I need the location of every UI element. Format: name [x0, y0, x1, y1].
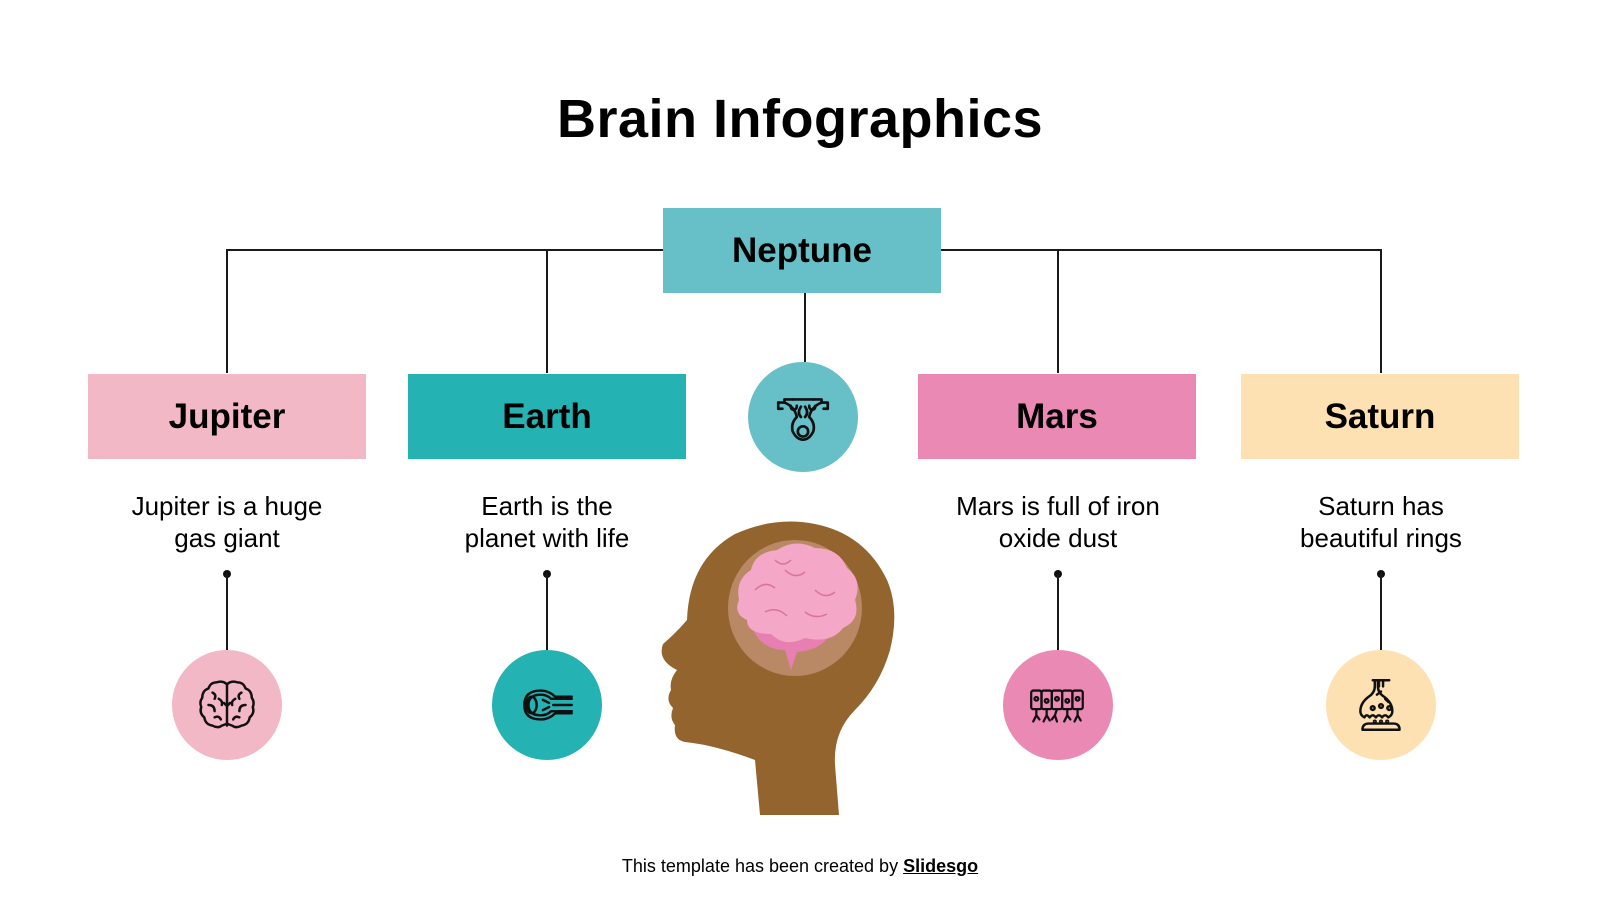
head-illustration — [655, 520, 915, 815]
mars-icon-circle — [1003, 650, 1113, 760]
mars-label: Mars — [1016, 396, 1098, 436]
epithelial-cells-icon — [1030, 689, 1084, 723]
neptune-label: Neptune — [732, 230, 872, 270]
mars-description-line1: Mars is full of iron — [956, 491, 1160, 521]
earth-icon-connector — [546, 574, 548, 650]
mars-box: Mars — [918, 374, 1196, 459]
earth-label: Earth — [502, 396, 592, 436]
earth-description: Earth is the planet with life — [387, 490, 707, 554]
jupiter-icon-connector — [226, 574, 228, 650]
connector-saturn — [1380, 249, 1382, 373]
slide-title: Brain Infographics — [556, 89, 1044, 149]
footer-text: This template has been created by — [621, 856, 904, 876]
brain-icon — [199, 680, 255, 729]
footer-credit: This template has been created by Slides… — [0, 856, 1600, 877]
saturn-description: Saturn has beautiful rings — [1221, 490, 1541, 554]
eye-optic-nerve-icon — [523, 689, 573, 721]
mars-icon-connector — [1057, 574, 1059, 650]
connector-mars — [1057, 249, 1059, 373]
head-with-brain-icon — [661, 521, 895, 815]
neptune-box: Neptune — [663, 208, 941, 293]
jupiter-box: Jupiter — [88, 374, 366, 459]
jupiter-icon-circle — [172, 650, 282, 760]
saturn-box: Saturn — [1241, 374, 1519, 459]
connector-top-right — [939, 249, 1382, 251]
mars-description-line2: oxide dust — [998, 523, 1118, 553]
jupiter-description-line1: Jupiter is a huge — [131, 491, 323, 521]
saturn-label: Saturn — [1324, 396, 1436, 436]
saturn-description-line2: beautiful rings — [1300, 523, 1462, 553]
jupiter-description-line2: gas giant — [174, 523, 280, 553]
earth-description-line1: Earth is the — [481, 491, 613, 521]
earth-icon-circle — [492, 650, 602, 760]
mars-description: Mars is full of iron oxide dust — [898, 490, 1218, 554]
slidesgo-link[interactable]: Slidesgo — [903, 856, 979, 876]
earth-box: Earth — [408, 374, 686, 459]
saturn-icon-circle — [1326, 650, 1436, 760]
saturn-description-line1: Saturn has — [1318, 491, 1444, 521]
connector-top-left — [226, 249, 663, 251]
connector-earth — [546, 249, 548, 373]
jupiter-label: Jupiter — [168, 396, 286, 436]
brain-stem-icon — [776, 398, 830, 442]
jupiter-description: Jupiter is a huge gas giant — [67, 490, 387, 554]
saturn-icon-connector — [1380, 574, 1382, 650]
connector-jupiter — [226, 249, 228, 373]
earth-description-line2: planet with life — [464, 523, 630, 553]
neptune-icon-circle — [748, 362, 858, 472]
connector-neptune-icon — [804, 292, 806, 362]
synapse-icon — [1359, 679, 1401, 731]
